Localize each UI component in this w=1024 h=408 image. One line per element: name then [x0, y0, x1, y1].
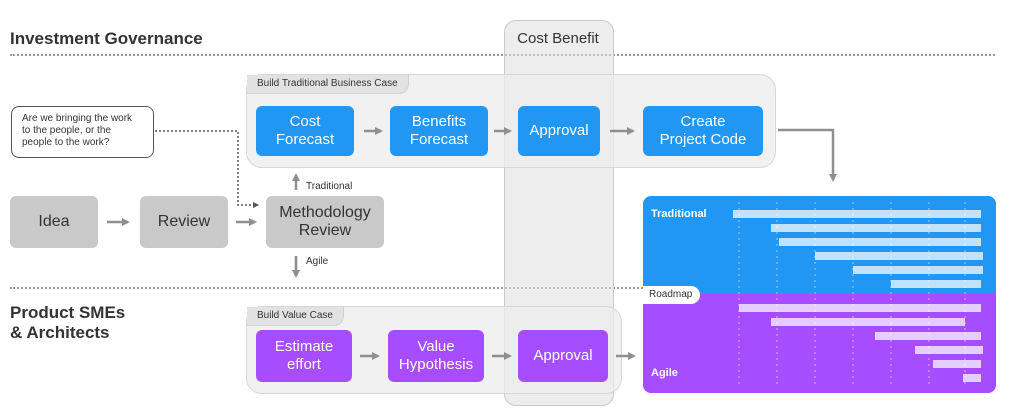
arrow-project-code-to-roadmap: [778, 128, 837, 182]
question-note: Are we bringing the work to the people, …: [11, 106, 154, 158]
step-line: Forecast: [409, 131, 469, 148]
traditional-roadmap-bar: [779, 238, 981, 246]
investment-governance-title: Investment Governance: [10, 29, 203, 48]
step-line: Approval: [529, 122, 589, 139]
step-line: Cost: [289, 113, 321, 130]
middle-divider: [10, 287, 995, 289]
agile-roadmap-bar: [739, 304, 981, 312]
step-line: Estimate: [274, 338, 334, 355]
review-box: Review: [140, 196, 228, 248]
value-approval-step: Approval: [518, 330, 608, 382]
agile-roadmap-bar: [915, 346, 983, 354]
step-line: Value: [417, 338, 455, 355]
step-line: Benefits: [411, 113, 467, 130]
traditional-path-label: Traditional: [306, 181, 353, 192]
value-case-tab: Build Value Case: [247, 307, 344, 326]
idea-box: Idea: [10, 196, 98, 248]
agile-roadmap-bar: [771, 318, 965, 326]
roadmap-bars: [733, 210, 983, 382]
step-line: Approval: [533, 347, 593, 364]
product-smes-line2: & Architects: [10, 323, 110, 342]
agile-roadmap-bar: [875, 332, 981, 340]
roadmap-label: Roadmap: [643, 286, 701, 304]
traditional-approval-step: Approval: [518, 106, 600, 156]
traditional-roadmap-bar: [771, 224, 981, 232]
traditional-business-case-tab: Build Traditional Business Case: [247, 75, 409, 94]
methodology-line1: Methodology: [279, 204, 371, 221]
note-connector-dotted: [155, 130, 259, 208]
step-line: Forecast: [275, 131, 335, 148]
traditional-roadmap-bar: [815, 252, 983, 260]
product-smes-line1: Product SMEs: [10, 303, 126, 322]
product-smes-title: Product SMEs & Architects: [10, 303, 125, 343]
step-line: effort: [287, 356, 321, 373]
methodology-line2: Review: [298, 222, 352, 239]
roadmap-graphic: [643, 196, 996, 393]
step-line: Project Code: [659, 131, 747, 148]
roadmap-grid: [738, 202, 966, 386]
step-line: Hypothesis: [398, 356, 474, 373]
traditional-roadmap-bar: [853, 266, 983, 274]
agile-roadmap-bar: [963, 374, 981, 382]
roadmap-panel: [643, 196, 996, 393]
roadmap-agile-label: Agile: [651, 367, 678, 379]
cost-benefit-label: Cost Benefit: [517, 30, 599, 47]
step-line: Create: [680, 113, 726, 130]
traditional-roadmap-bar: [733, 210, 981, 218]
agile-path-label: Agile: [306, 256, 329, 267]
agile-roadmap-bar: [933, 360, 981, 368]
top-divider: [10, 54, 995, 56]
traditional-roadmap-bar: [891, 280, 981, 288]
roadmap-traditional-label: Traditional: [651, 208, 707, 220]
